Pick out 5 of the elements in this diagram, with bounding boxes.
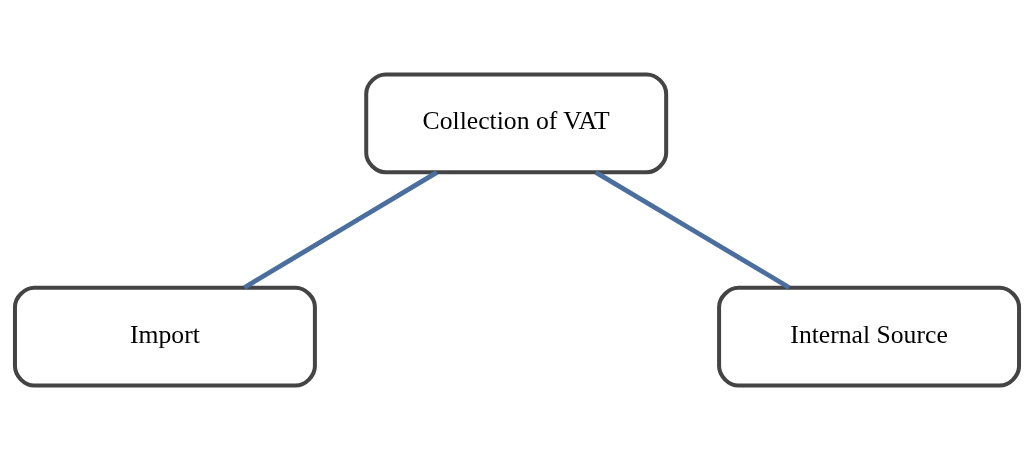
node-box: Collection of VAT: [364, 71, 669, 174]
node-box: Internal Source: [717, 285, 1022, 388]
connector: [594, 169, 791, 289]
connector: [243, 169, 439, 289]
node-box: Import: [12, 285, 317, 388]
